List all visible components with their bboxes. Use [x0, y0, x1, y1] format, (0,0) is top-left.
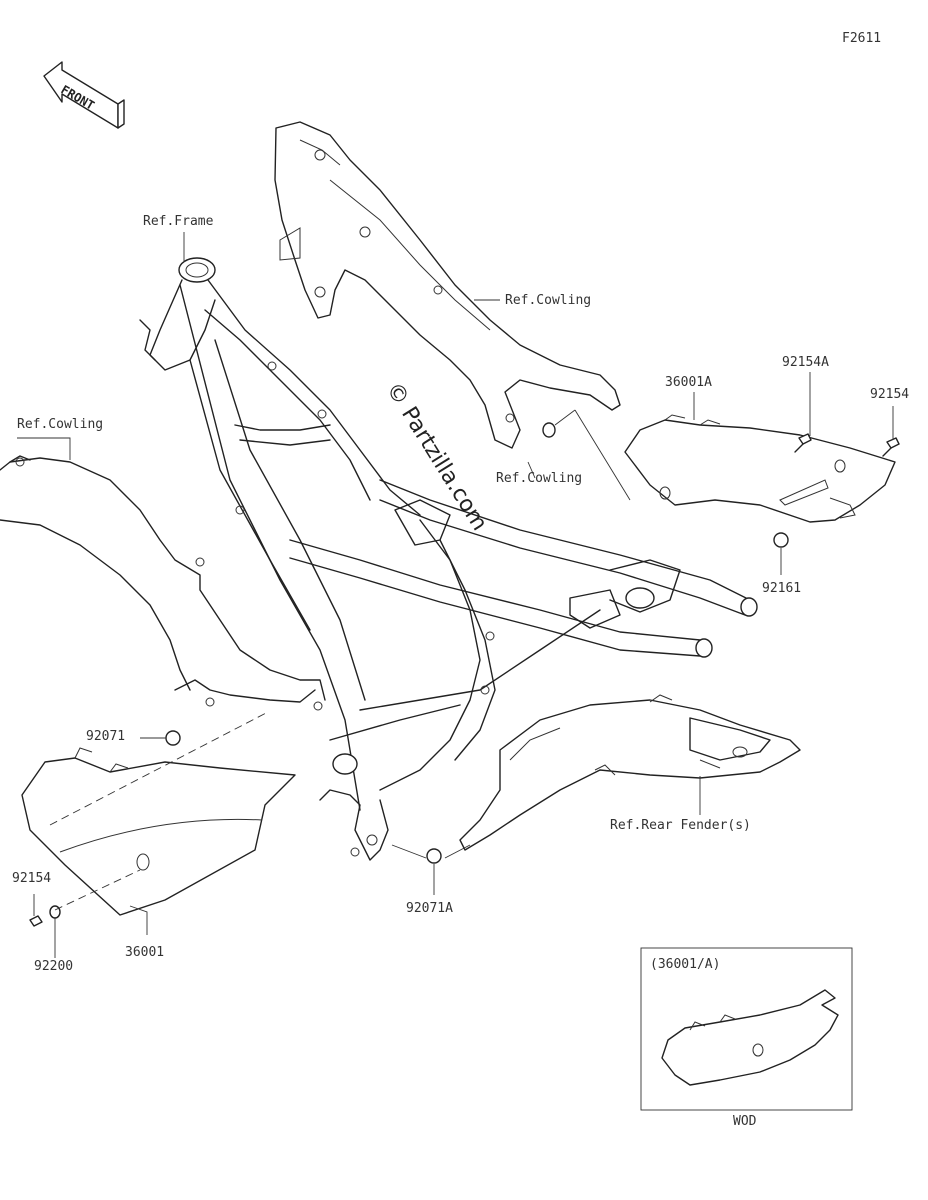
collar-cowling-icon — [542, 422, 556, 438]
inset-caption: WOD — [733, 1114, 757, 1129]
label-part-92071: 92071 — [86, 729, 126, 744]
label-ref-cowling-left: Ref.Cowling — [17, 417, 104, 432]
grommet-92071A-icon — [426, 848, 442, 864]
label-part-92154A: 92154A — [782, 355, 829, 370]
seat-cowling-drawing — [274, 121, 621, 449]
label-ref-cowling-mid: Ref.Cowling — [496, 471, 583, 486]
washer-92200-icon — [49, 905, 61, 919]
label-part-36001A: 36001A — [665, 375, 712, 390]
label-ref-frame: Ref.Frame — [143, 214, 214, 229]
frame-drawing — [139, 257, 758, 861]
left-cowling-drawing — [0, 455, 326, 711]
label-part-92200: 92200 — [34, 959, 74, 974]
label-part-36001: 36001 — [125, 945, 165, 960]
side-cover-36001A-drawing — [624, 414, 896, 523]
inset-title: (36001/A) — [650, 957, 721, 972]
bolt-92154-left-icon — [29, 915, 43, 927]
figure-code: F2611 — [842, 31, 882, 46]
label-part-92161: 92161 — [762, 581, 802, 596]
grommet-92071-icon — [165, 730, 181, 746]
label-part-92154-left: 92154 — [12, 871, 52, 886]
leader-lines — [17, 232, 894, 958]
grommet-92161-icon — [773, 532, 789, 548]
variant-inset — [640, 947, 853, 1111]
label-part-92154-right: 92154 — [870, 387, 910, 402]
label-ref-cowling-top: Ref.Cowling — [505, 293, 592, 308]
label-part-92071A: 92071A — [406, 901, 453, 916]
bolt-92154A-icon — [798, 433, 812, 445]
front-arrow-icon: FRONT — [43, 61, 125, 129]
side-cover-36001-drawing — [21, 747, 296, 916]
label-ref-rear-fender: Ref.Rear Fender(s) — [610, 818, 751, 833]
